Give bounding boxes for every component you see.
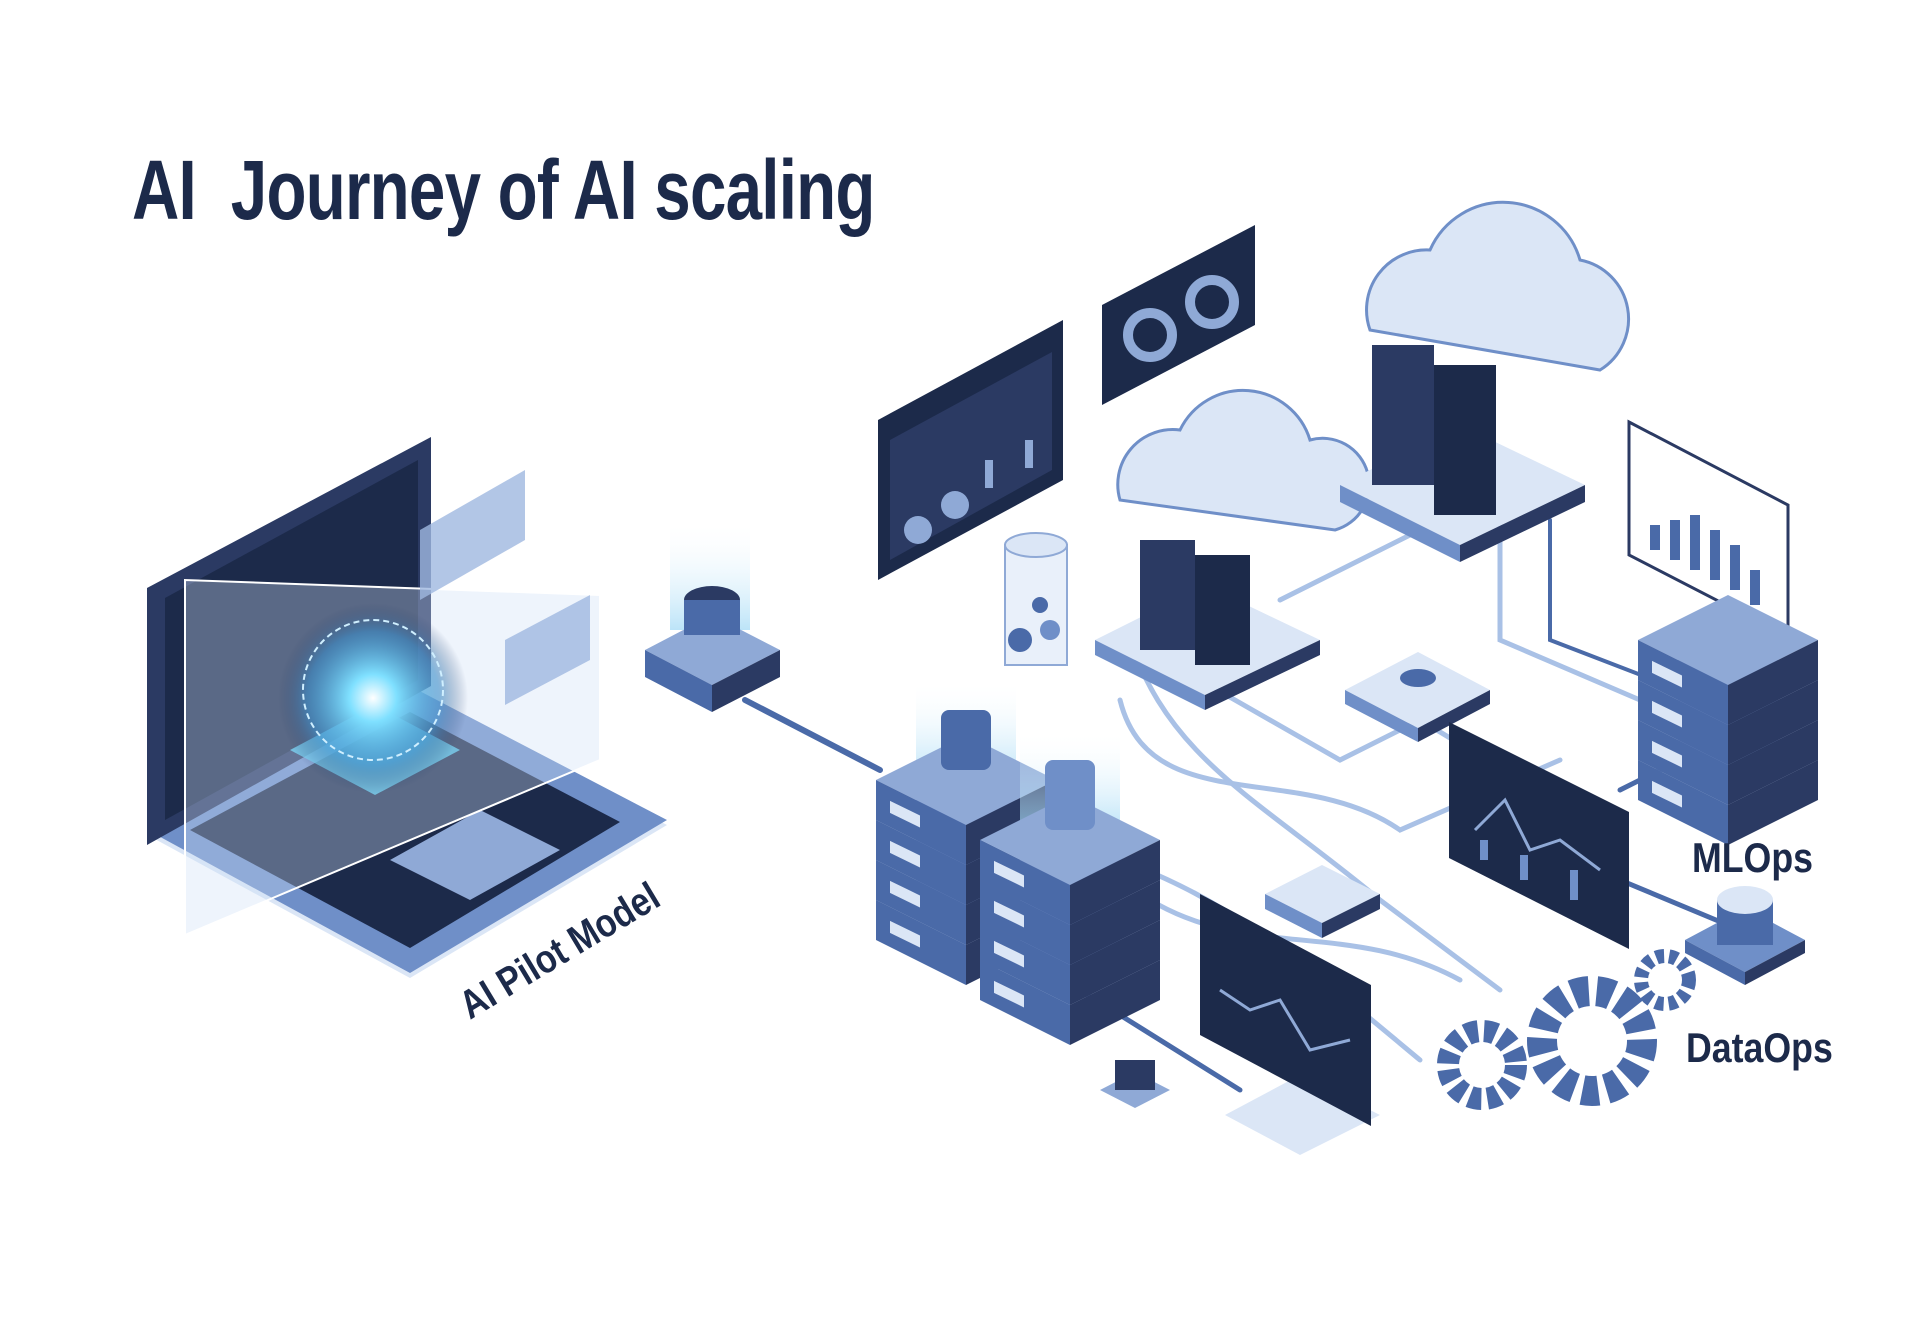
label-mlops: MLOps: [1692, 834, 1813, 881]
cloud-2: [1340, 200, 1631, 562]
small-device: [1100, 1060, 1170, 1108]
data-cylinder: [1004, 532, 1068, 666]
cloud-1: [1095, 388, 1371, 710]
laptop: [147, 437, 667, 978]
server-stack-3: [1638, 595, 1818, 845]
analytics-monitor: [1449, 722, 1629, 949]
edge-node: [645, 520, 780, 712]
server-stack-2: [980, 730, 1160, 1045]
database-icon: [1685, 886, 1805, 985]
code-monitor: [1200, 894, 1380, 1155]
ai-brain-icon: [278, 603, 468, 793]
connection-lines: [742, 517, 1743, 1093]
server-stack-1: [876, 680, 1056, 985]
label-dataops: DataOps: [1686, 1024, 1833, 1071]
network-hub: [1345, 652, 1490, 742]
dashboard-screen: [878, 320, 1063, 580]
donut-chart-screen: [1102, 225, 1255, 405]
chip-icon: [1265, 865, 1380, 938]
gears-icon: [1437, 949, 1696, 1110]
page-title: AI Journey of AI scaling: [132, 143, 875, 237]
